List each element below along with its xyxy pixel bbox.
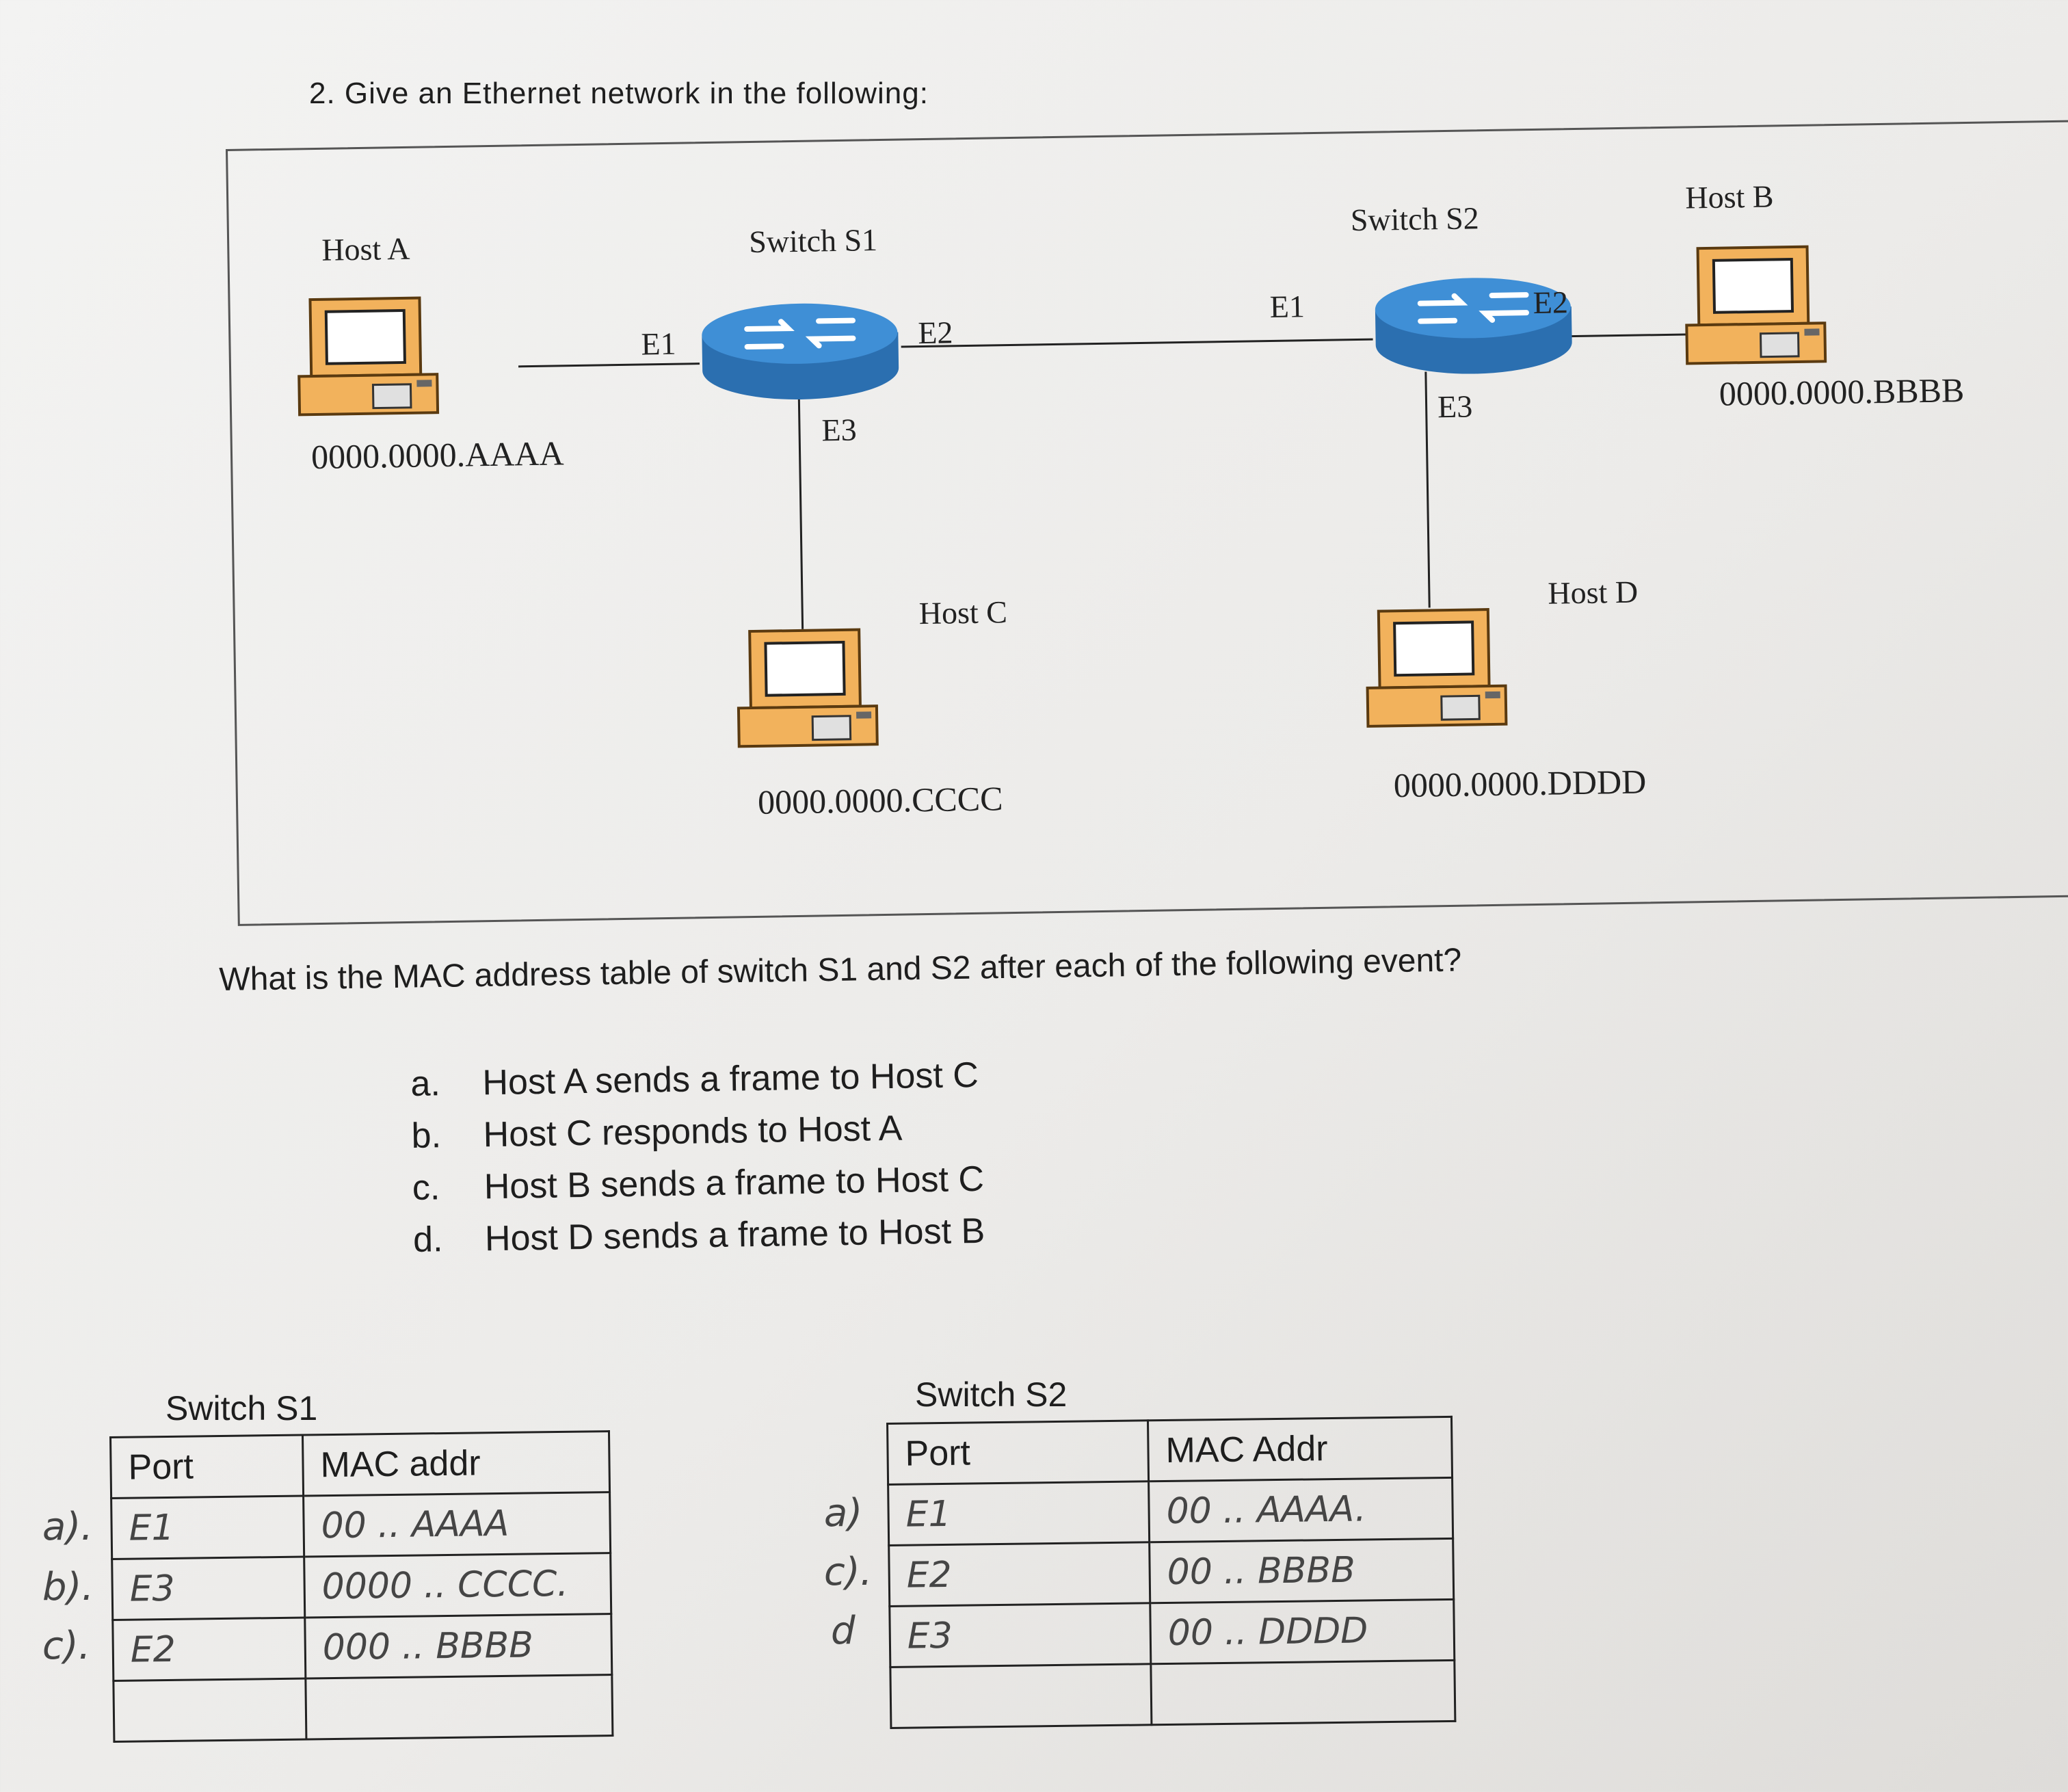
event-text: Host B sends a frame to Host C <box>483 1159 985 1207</box>
event-item: d. Host D sends a frame to Host B <box>413 1211 985 1271</box>
s2-row-tag: d <box>831 1609 856 1653</box>
port-cell <box>113 1678 306 1742</box>
event-text: Host C responds to Host A <box>483 1108 903 1155</box>
port-cell: E3 <box>889 1603 1151 1668</box>
network-diagram: Switch S1 E1 E2 E3 Switch S2 E1 E2 E3 Ho… <box>226 120 2068 926</box>
network-switch-icon <box>702 303 899 400</box>
column-header: MAC addr <box>302 1431 610 1497</box>
s2-port-e2: E2 <box>1533 285 1569 320</box>
table-row: E1 00 .. AAAA <box>111 1492 611 1559</box>
desktop-computer-icon <box>1685 245 1827 365</box>
link-hosta-s1 <box>518 363 700 368</box>
event-text: Host D sends a frame to Host B <box>484 1211 985 1259</box>
table-row <box>890 1660 1455 1728</box>
table-row: E3 0000 .. CCCC. <box>111 1553 611 1620</box>
s1-row-tag: c). <box>42 1624 91 1668</box>
s2-port-e3: E3 <box>1437 388 1473 425</box>
mac-cell <box>1150 1660 1455 1725</box>
desktop-computer-icon <box>1366 608 1508 728</box>
s1-row-tag: b). <box>42 1565 94 1609</box>
port-cell <box>890 1663 1152 1728</box>
s1-port-e1: E1 <box>641 326 677 362</box>
port-cell: E2 <box>888 1542 1150 1607</box>
link-s1-hostc <box>797 395 804 629</box>
column-header: Port <box>887 1420 1149 1485</box>
table-row: E1 00 .. AAAA. <box>888 1477 1453 1546</box>
s1-mac-table: Port MAC addr E1 00 .. AAAA E3 0000 .. C… <box>109 1430 613 1743</box>
switch-s2-label: Switch S2 <box>1350 200 1480 238</box>
event-text: Host A sends a frame to Host C <box>482 1055 979 1103</box>
table-row: E3 00 .. DDDD <box>889 1599 1455 1668</box>
event-list: a. Host A sends a frame to Host C b. Host … <box>410 1055 985 1271</box>
host-a-mac: 0000.0000.AAAA <box>310 434 564 477</box>
s2-table-caption: Switch S2 <box>915 1375 1068 1414</box>
column-header: MAC Addr <box>1148 1417 1453 1481</box>
mac-cell: 000 .. BBBB <box>304 1613 612 1679</box>
s2-row-tag: c). <box>824 1550 873 1594</box>
s1-port-e3: E3 <box>821 412 858 448</box>
host-a-label: Host A <box>321 230 410 267</box>
event-key: a. <box>410 1064 441 1104</box>
question-title: 2. Give an Ethernet network in the follo… <box>309 77 929 110</box>
table-header-row: Port MAC Addr <box>887 1417 1453 1485</box>
network-switch-icon <box>1375 278 1572 374</box>
host-b-mac: 0000.0000.BBBB <box>1719 371 1965 413</box>
desktop-computer-icon <box>297 296 440 417</box>
s2-mac-table: Port MAC Addr E1 00 .. AAAA. E2 00 .. BB… <box>886 1416 1456 1729</box>
table-row <box>113 1674 613 1742</box>
table-row: E2 000 .. BBBB <box>112 1613 612 1681</box>
s1-port-e2: E2 <box>917 315 953 351</box>
s1-row-tag: a). <box>42 1505 93 1549</box>
event-key: b. <box>411 1116 442 1156</box>
question-prompt: What is the MAC address table of switch … <box>219 942 1462 998</box>
table-row: E2 00 .. BBBB <box>888 1538 1454 1607</box>
link-s1-s2 <box>901 338 1373 348</box>
event-item: b. Host C responds to Host A <box>411 1107 983 1168</box>
s2-port-e1: E1 <box>1269 289 1305 325</box>
mac-cell <box>305 1674 613 1740</box>
table-header-row: Port MAC addr <box>110 1431 610 1499</box>
link-s2-hostd <box>1424 371 1431 608</box>
s1-table-caption: Switch S1 <box>165 1389 318 1427</box>
event-key: c. <box>412 1168 440 1208</box>
host-c-mac: 0000.0000.CCCC <box>757 779 1003 821</box>
mac-cell: 00 .. AAAA. <box>1148 1477 1453 1542</box>
event-item: a. Host A sends a frame to Host C <box>410 1055 983 1116</box>
mac-cell: 0000 .. CCCC. <box>304 1553 611 1618</box>
port-cell: E2 <box>112 1618 306 1681</box>
host-b-label: Host B <box>1684 179 1774 215</box>
host-d-label: Host D <box>1548 574 1639 611</box>
port-cell: E1 <box>111 1496 304 1559</box>
port-cell: E1 <box>888 1481 1150 1546</box>
host-d-mac: 0000.0000.DDDD <box>1393 762 1647 805</box>
s2-row-tag: a) <box>824 1491 863 1536</box>
column-header: Port <box>110 1435 304 1499</box>
host-c-label: Host C <box>918 594 1008 631</box>
event-key: d. <box>412 1220 443 1260</box>
mac-cell: 00 .. DDDD <box>1150 1599 1455 1664</box>
mac-cell: 00 .. BBBB <box>1149 1538 1454 1603</box>
port-cell: E3 <box>111 1557 305 1620</box>
event-item: c. Host B sends a frame to Host C <box>412 1159 984 1220</box>
switch-s1-label: Switch S1 <box>748 222 878 259</box>
mac-cell: 00 .. AAAA <box>303 1492 611 1557</box>
desktop-computer-icon <box>737 628 879 748</box>
